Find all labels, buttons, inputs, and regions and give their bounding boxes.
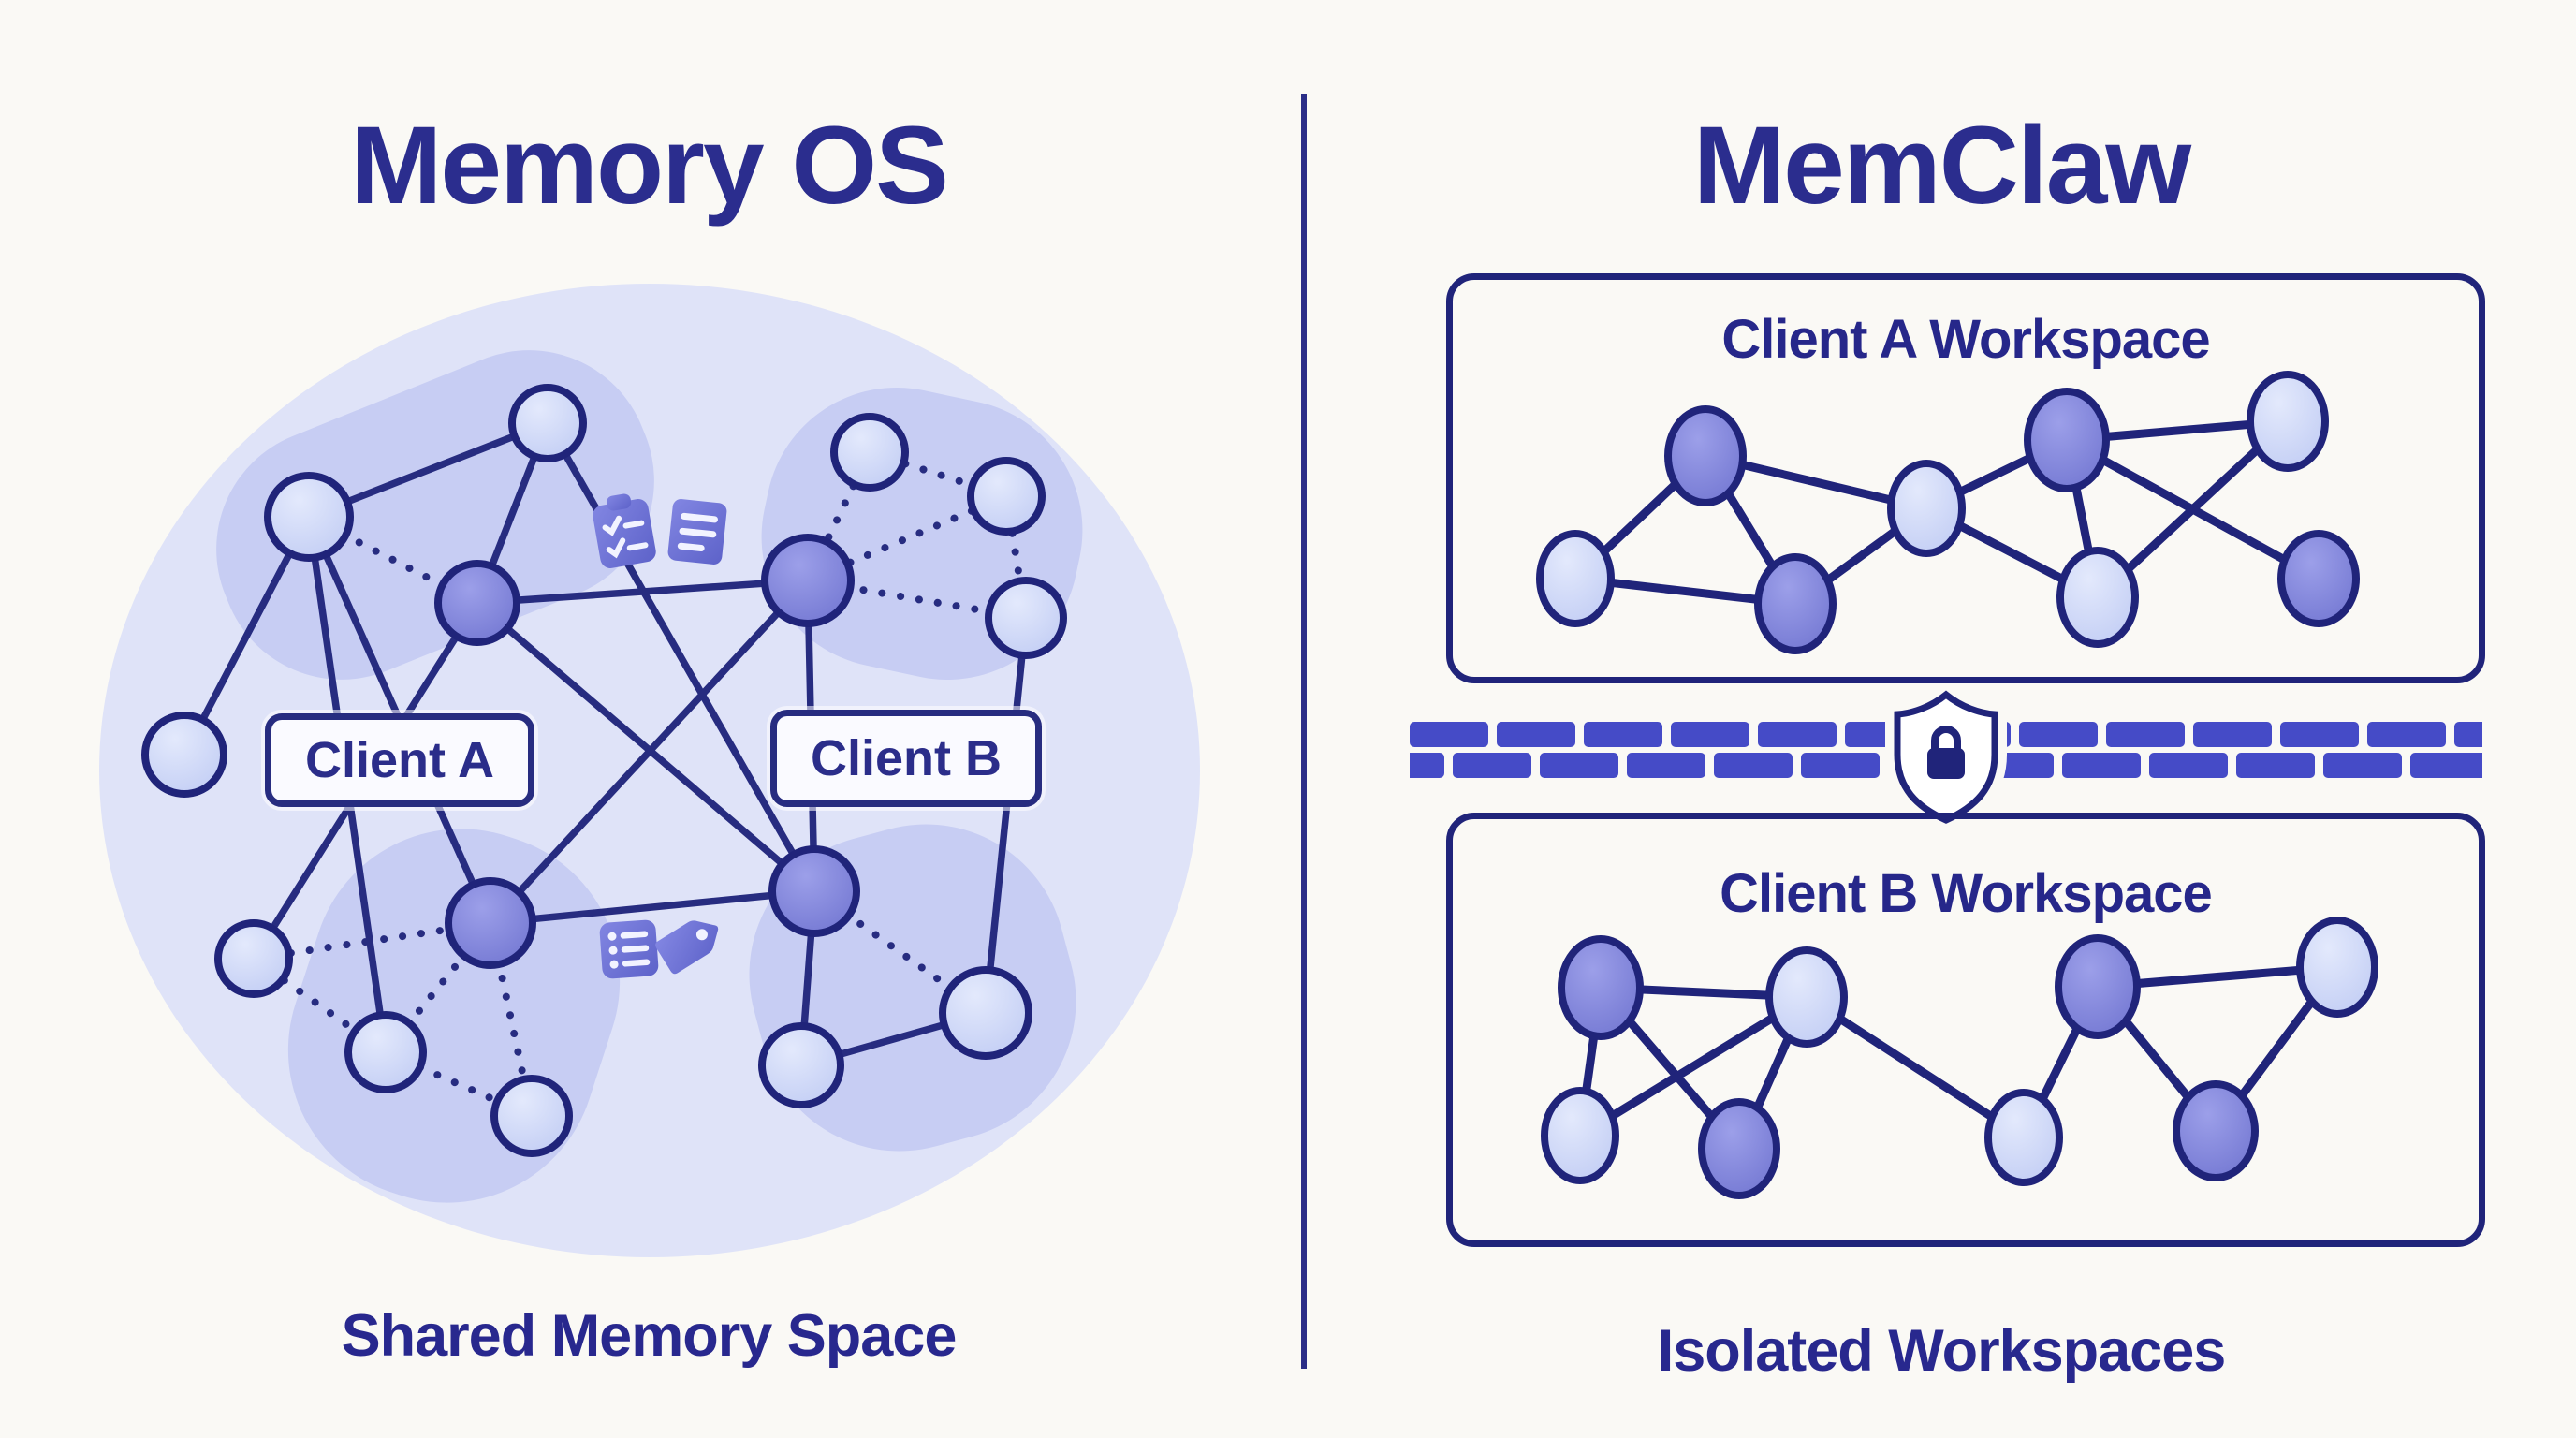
workspace-a-title: Client A Workspace xyxy=(1721,309,2210,370)
workspace-b-box: Client B Workspace xyxy=(1446,813,2485,1247)
memory-node xyxy=(2055,934,2141,1039)
memory-node xyxy=(1698,1098,1780,1199)
memory-node xyxy=(1536,530,1615,627)
checklist-icon xyxy=(593,493,656,568)
memory-node xyxy=(939,966,1032,1060)
firewall-wall xyxy=(1410,679,2482,834)
document-icon xyxy=(667,499,727,565)
memory-node xyxy=(1887,460,1966,557)
memory-node xyxy=(2296,917,2378,1018)
memory-node xyxy=(214,919,293,998)
isolated-workspaces-caption: Isolated Workspaces xyxy=(1657,1318,2227,1384)
memory-node xyxy=(768,845,860,937)
memory-node xyxy=(490,1075,573,1157)
workspace-a-box: Client A Workspace xyxy=(1446,273,2485,683)
memory-node xyxy=(1664,405,1747,506)
memory-node xyxy=(985,577,1067,659)
list-icon xyxy=(599,919,659,979)
memory-node xyxy=(1984,1089,2063,1186)
workspace-b-graph xyxy=(1541,917,2378,1199)
memory-node xyxy=(2024,388,2110,492)
memory-node xyxy=(2173,1080,2259,1181)
memory-node xyxy=(761,534,855,627)
memory-os-title: Memory OS xyxy=(350,104,949,227)
memory-node xyxy=(445,877,536,969)
memory-node xyxy=(141,712,227,798)
memory-node xyxy=(344,1011,427,1093)
isolated-workspaces-diagram xyxy=(1410,371,2482,1199)
memory-node xyxy=(1558,935,1644,1040)
memory-node xyxy=(1541,1087,1619,1184)
memory-node xyxy=(1754,553,1837,654)
shared-memory-nodes xyxy=(141,384,1067,1157)
shared-memory-caption: Shared Memory Space xyxy=(341,1303,958,1369)
client-a-label: Client A xyxy=(265,713,534,807)
memory-node xyxy=(2247,371,2329,472)
shield-lock-icon xyxy=(1894,690,1998,824)
memory-node xyxy=(2277,530,2360,627)
memory-node xyxy=(830,413,909,492)
memory-node xyxy=(508,384,587,462)
shared-memory-diagram xyxy=(99,284,1200,1257)
memory-node xyxy=(2056,547,2139,648)
workspace-a-graph xyxy=(1536,371,2360,654)
memory-node xyxy=(434,560,520,646)
memory-node xyxy=(758,1022,844,1108)
workspace-b-title: Client B Workspace xyxy=(1720,863,2213,924)
memory-node xyxy=(967,457,1046,536)
tag-icon xyxy=(655,920,719,975)
memclaw-title: MemClaw xyxy=(1692,104,2191,227)
memory-node xyxy=(264,472,354,562)
memory-node xyxy=(1765,946,1848,1048)
client-b-label: Client B xyxy=(770,710,1042,807)
